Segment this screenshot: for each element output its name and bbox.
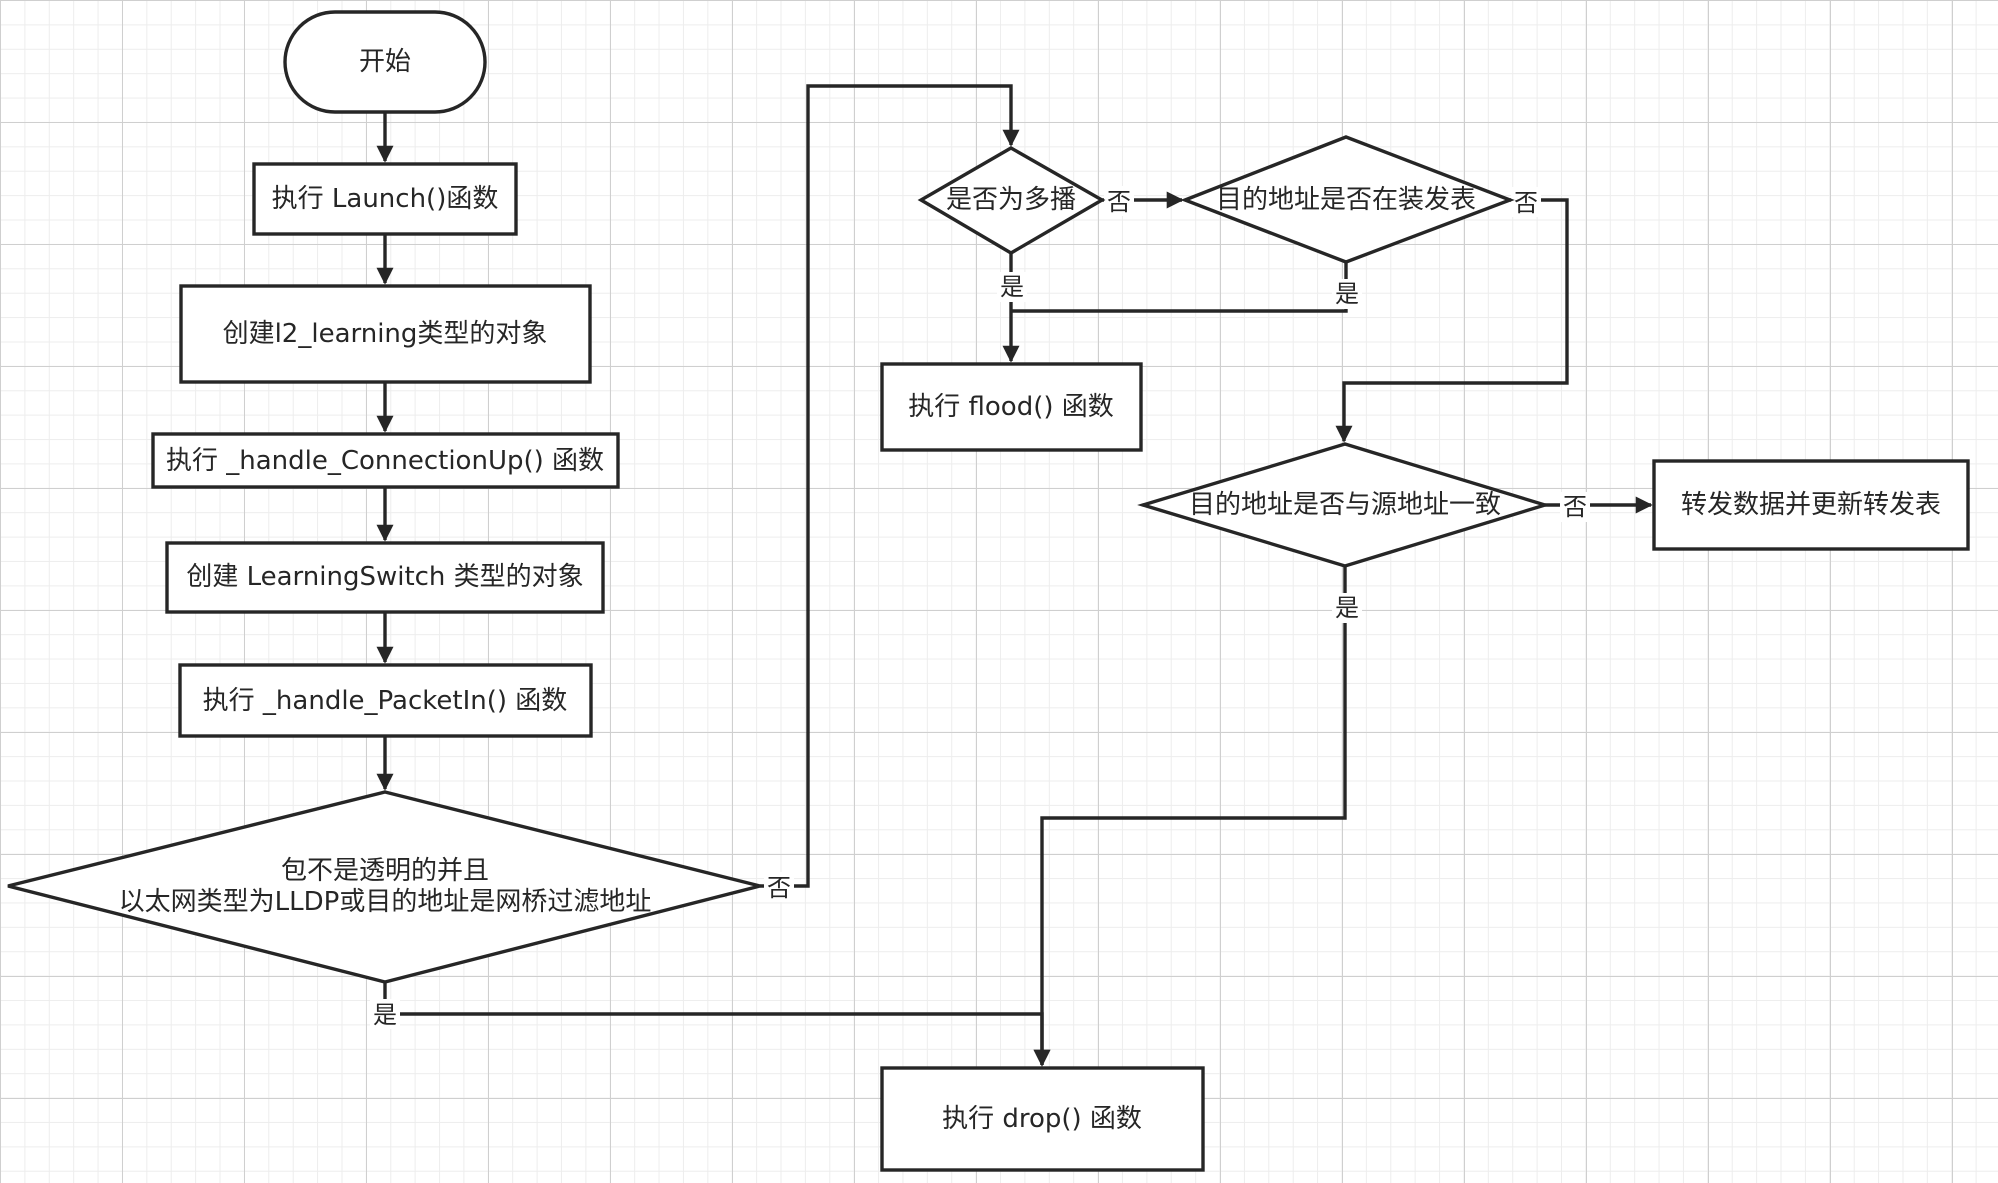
node-start-label: 开始 xyxy=(359,47,411,77)
node-is-multicast-label: 是否为多播 xyxy=(946,185,1076,215)
edge-table-yes-to-flood xyxy=(1011,262,1348,313)
node-launch-label: 执行 Launch()函数 xyxy=(272,184,499,214)
node-conn-up-label: 执行 _handle_ConnectionUp() 函数 xyxy=(166,446,604,476)
node-same-src: 目的地址是否与源地址一致 xyxy=(1137,442,1551,568)
node-same-src-label: 目的地址是否与源地址一致 xyxy=(1189,490,1501,520)
node-flood: 执行 flood() 函数 xyxy=(880,362,1143,452)
node-start: 开始 xyxy=(283,10,487,114)
edge-labels: 否 是 否 是 否 是 否 是 xyxy=(370,186,1590,1029)
edge-label-lldp-no: 否 xyxy=(767,874,791,902)
node-forward: 转发数据并更新转发表 xyxy=(1652,459,1970,551)
node-create-l2: 创建l2_learning类型的对象 xyxy=(179,284,592,384)
node-in-table-label: 目的地址是否在装发表 xyxy=(1216,185,1476,215)
node-check-lldp-line2: 以太网类型为LLDP或目的地址是网桥过滤地址 xyxy=(119,887,652,917)
node-check-lldp: 包不是透明的并且 以太网类型为LLDP或目的地址是网桥过滤地址 xyxy=(7,790,761,984)
node-launch: 执行 Launch()函数 xyxy=(252,162,518,236)
node-forward-label: 转发数据并更新转发表 xyxy=(1681,490,1941,520)
node-drop: 执行 drop() 函数 xyxy=(880,1066,1205,1172)
node-drop-label: 执行 drop() 函数 xyxy=(942,1104,1142,1134)
edge-lldp-yes-to-drop xyxy=(383,982,1051,1067)
node-conn-up: 执行 _handle_ConnectionUp() 函数 xyxy=(151,432,620,489)
edge-label-lldp-yes: 是 xyxy=(373,1001,397,1029)
edge-label-multicast-yes: 是 xyxy=(1000,273,1024,301)
node-packet-in-label: 执行 _handle_PacketIn() 函数 xyxy=(203,686,568,716)
edge-table-no-to-same xyxy=(1335,198,1569,443)
node-create-l2-label: 创建l2_learning类型的对象 xyxy=(223,319,548,349)
edge-label-table-no: 否 xyxy=(1514,189,1538,217)
node-is-multicast: 是否为多播 xyxy=(917,146,1106,255)
node-flood-label: 执行 flood() 函数 xyxy=(908,392,1114,422)
edge-label-same-yes: 是 xyxy=(1335,594,1359,622)
edge-label-table-yes: 是 xyxy=(1335,280,1359,308)
edge-label-multicast-no: 否 xyxy=(1107,188,1131,216)
node-create-ls: 创建 LearningSwitch 类型的对象 xyxy=(165,541,605,614)
node-packet-in: 执行 _handle_PacketIn() 函数 xyxy=(178,663,593,738)
node-create-ls-label: 创建 LearningSwitch 类型的对象 xyxy=(186,562,583,592)
node-in-table: 目的地址是否在装发表 xyxy=(1180,135,1515,264)
edge-label-same-no: 否 xyxy=(1563,493,1587,521)
edge-same-yes-to-drop xyxy=(1033,566,1347,1067)
node-check-lldp-line1: 包不是透明的并且 xyxy=(281,856,489,886)
